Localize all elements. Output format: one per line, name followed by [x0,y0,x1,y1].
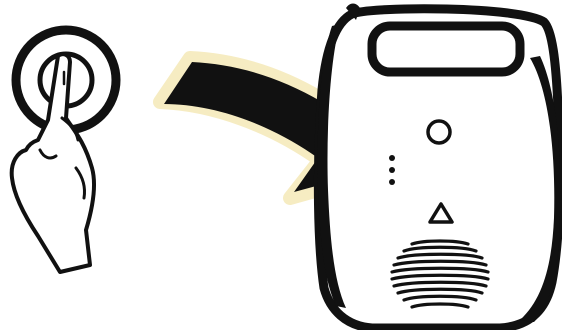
device-power-button [428,121,450,143]
indicator-lights [389,155,395,185]
carry-handle [372,26,520,72]
